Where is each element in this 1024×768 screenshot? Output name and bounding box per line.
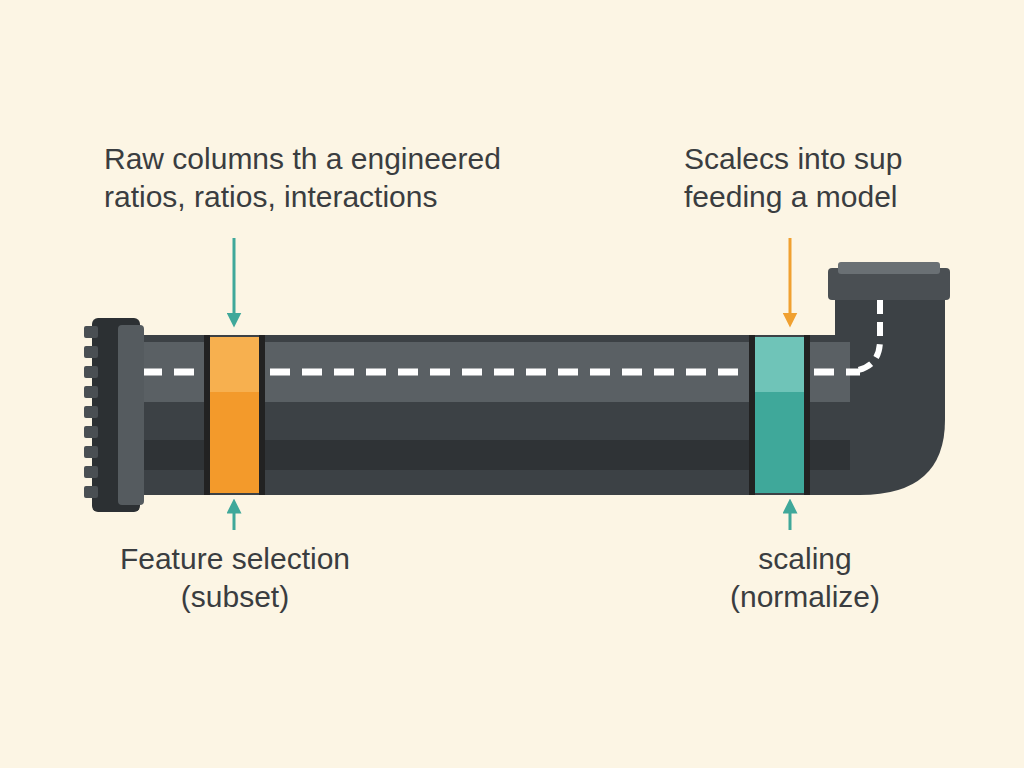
callout-label: Scalecs into sup feeding a model (684, 140, 984, 216)
callout-label: scaling (normalize) (680, 540, 930, 616)
flange-tooth (84, 406, 98, 418)
flange-tooth (84, 486, 98, 498)
flange-tooth (84, 426, 98, 438)
flange-tooth (84, 446, 98, 458)
callout-label: Raw columns th a engineered ratios, rati… (104, 140, 554, 216)
callout-label: Feature selection (subset) (80, 540, 390, 616)
flange-tooth (84, 386, 98, 398)
flange-tooth (84, 466, 98, 478)
flange-tooth (84, 366, 98, 378)
flange-tooth (84, 346, 98, 358)
flange-tooth (84, 326, 98, 338)
